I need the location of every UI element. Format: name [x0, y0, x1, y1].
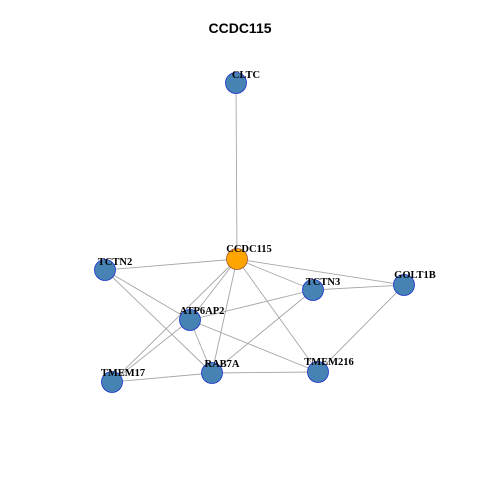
edge-ccdc115-tctn2 — [104, 258, 238, 271]
node-ccdc115[interactable] — [226, 248, 248, 270]
node-golt1b[interactable] — [393, 274, 415, 296]
node-tmem17[interactable] — [101, 371, 123, 393]
graph-title: CCDC115 — [208, 20, 272, 36]
edge-ccdc115-golt1b — [236, 258, 405, 286]
edge-ccdc115-tmem17 — [111, 258, 238, 383]
edge-ccdc115-atp6ap2 — [189, 258, 238, 321]
edge-golt1b-tmem216 — [317, 284, 405, 373]
edge-tctn3-atp6ap2 — [189, 289, 314, 321]
edge-atp6ap2-tmem216 — [189, 319, 319, 373]
node-rab7a[interactable] — [201, 362, 223, 384]
edge-tctn2-atp6ap2 — [104, 269, 191, 321]
node-tctn3[interactable] — [302, 279, 324, 301]
node-label-tctn2: TCTN2 — [98, 257, 132, 268]
node-label-golt1b: GOLT1B — [394, 270, 436, 281]
edge-layer — [104, 82, 405, 383]
node-label-ccdc115: CCDC115 — [226, 244, 272, 255]
node-tctn2[interactable] — [94, 259, 116, 281]
edge-rab7a-tmem216 — [211, 371, 319, 374]
edge-tmem17-rab7a — [111, 372, 213, 383]
node-label-cltc: CLTC — [232, 70, 260, 81]
edge-tctn3-golt1b — [312, 284, 405, 291]
edge-ccdc115-tmem216 — [236, 258, 319, 373]
edge-tctn3-rab7a — [211, 289, 314, 374]
node-label-rab7a: RAB7A — [204, 359, 239, 370]
node-label-tmem216: TMEM216 — [304, 357, 354, 368]
node-label-tctn3: TCTN3 — [306, 277, 340, 288]
node-cltc[interactable] — [225, 72, 247, 94]
edge-ccdc115-rab7a — [211, 258, 238, 374]
edge-atp6ap2-tmem17 — [111, 319, 191, 383]
node-label-tmem17: TMEM17 — [101, 368, 145, 379]
edge-tctn2-rab7a — [104, 269, 213, 374]
node-tmem216[interactable] — [307, 361, 329, 383]
edge-cltc-ccdc115 — [235, 82, 238, 260]
node-label-atp6ap2: ATP6AP2 — [180, 306, 225, 317]
node-atp6ap2[interactable] — [179, 309, 201, 331]
edge-ccdc115-tctn3 — [236, 258, 314, 291]
